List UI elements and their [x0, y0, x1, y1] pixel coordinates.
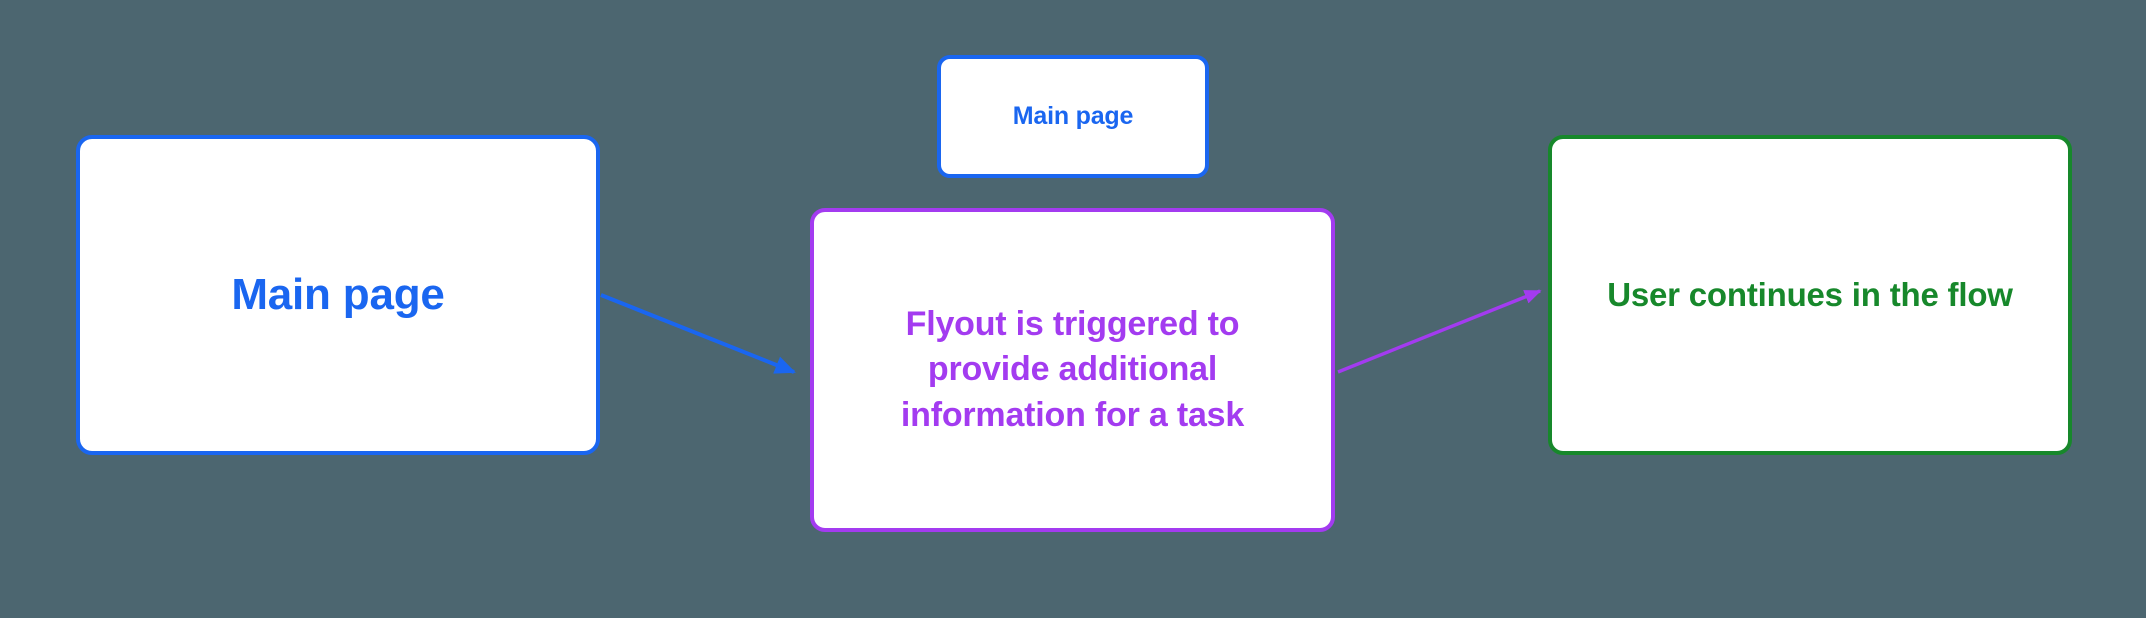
node-main-page-top-label: Main page	[1012, 101, 1134, 130]
node-user-continues[interactable]: User continues in the flow	[1548, 135, 2072, 455]
node-user-continues-label: User continues in the flow	[1607, 276, 2013, 314]
node-flyout-label: Flyout is triggered to provide additiona…	[900, 305, 1245, 434]
connector-flyout-to-user-continues	[1337, 289, 1542, 374]
node-flyout[interactable]: Flyout is triggered to provide additiona…	[810, 208, 1335, 532]
node-main-page-top[interactable]: Main page	[937, 55, 1209, 178]
connector-main-page-to-flyout	[600, 293, 796, 374]
node-main-page-left-label: Main page	[231, 270, 445, 320]
node-main-page-left[interactable]: Main page	[76, 135, 600, 455]
